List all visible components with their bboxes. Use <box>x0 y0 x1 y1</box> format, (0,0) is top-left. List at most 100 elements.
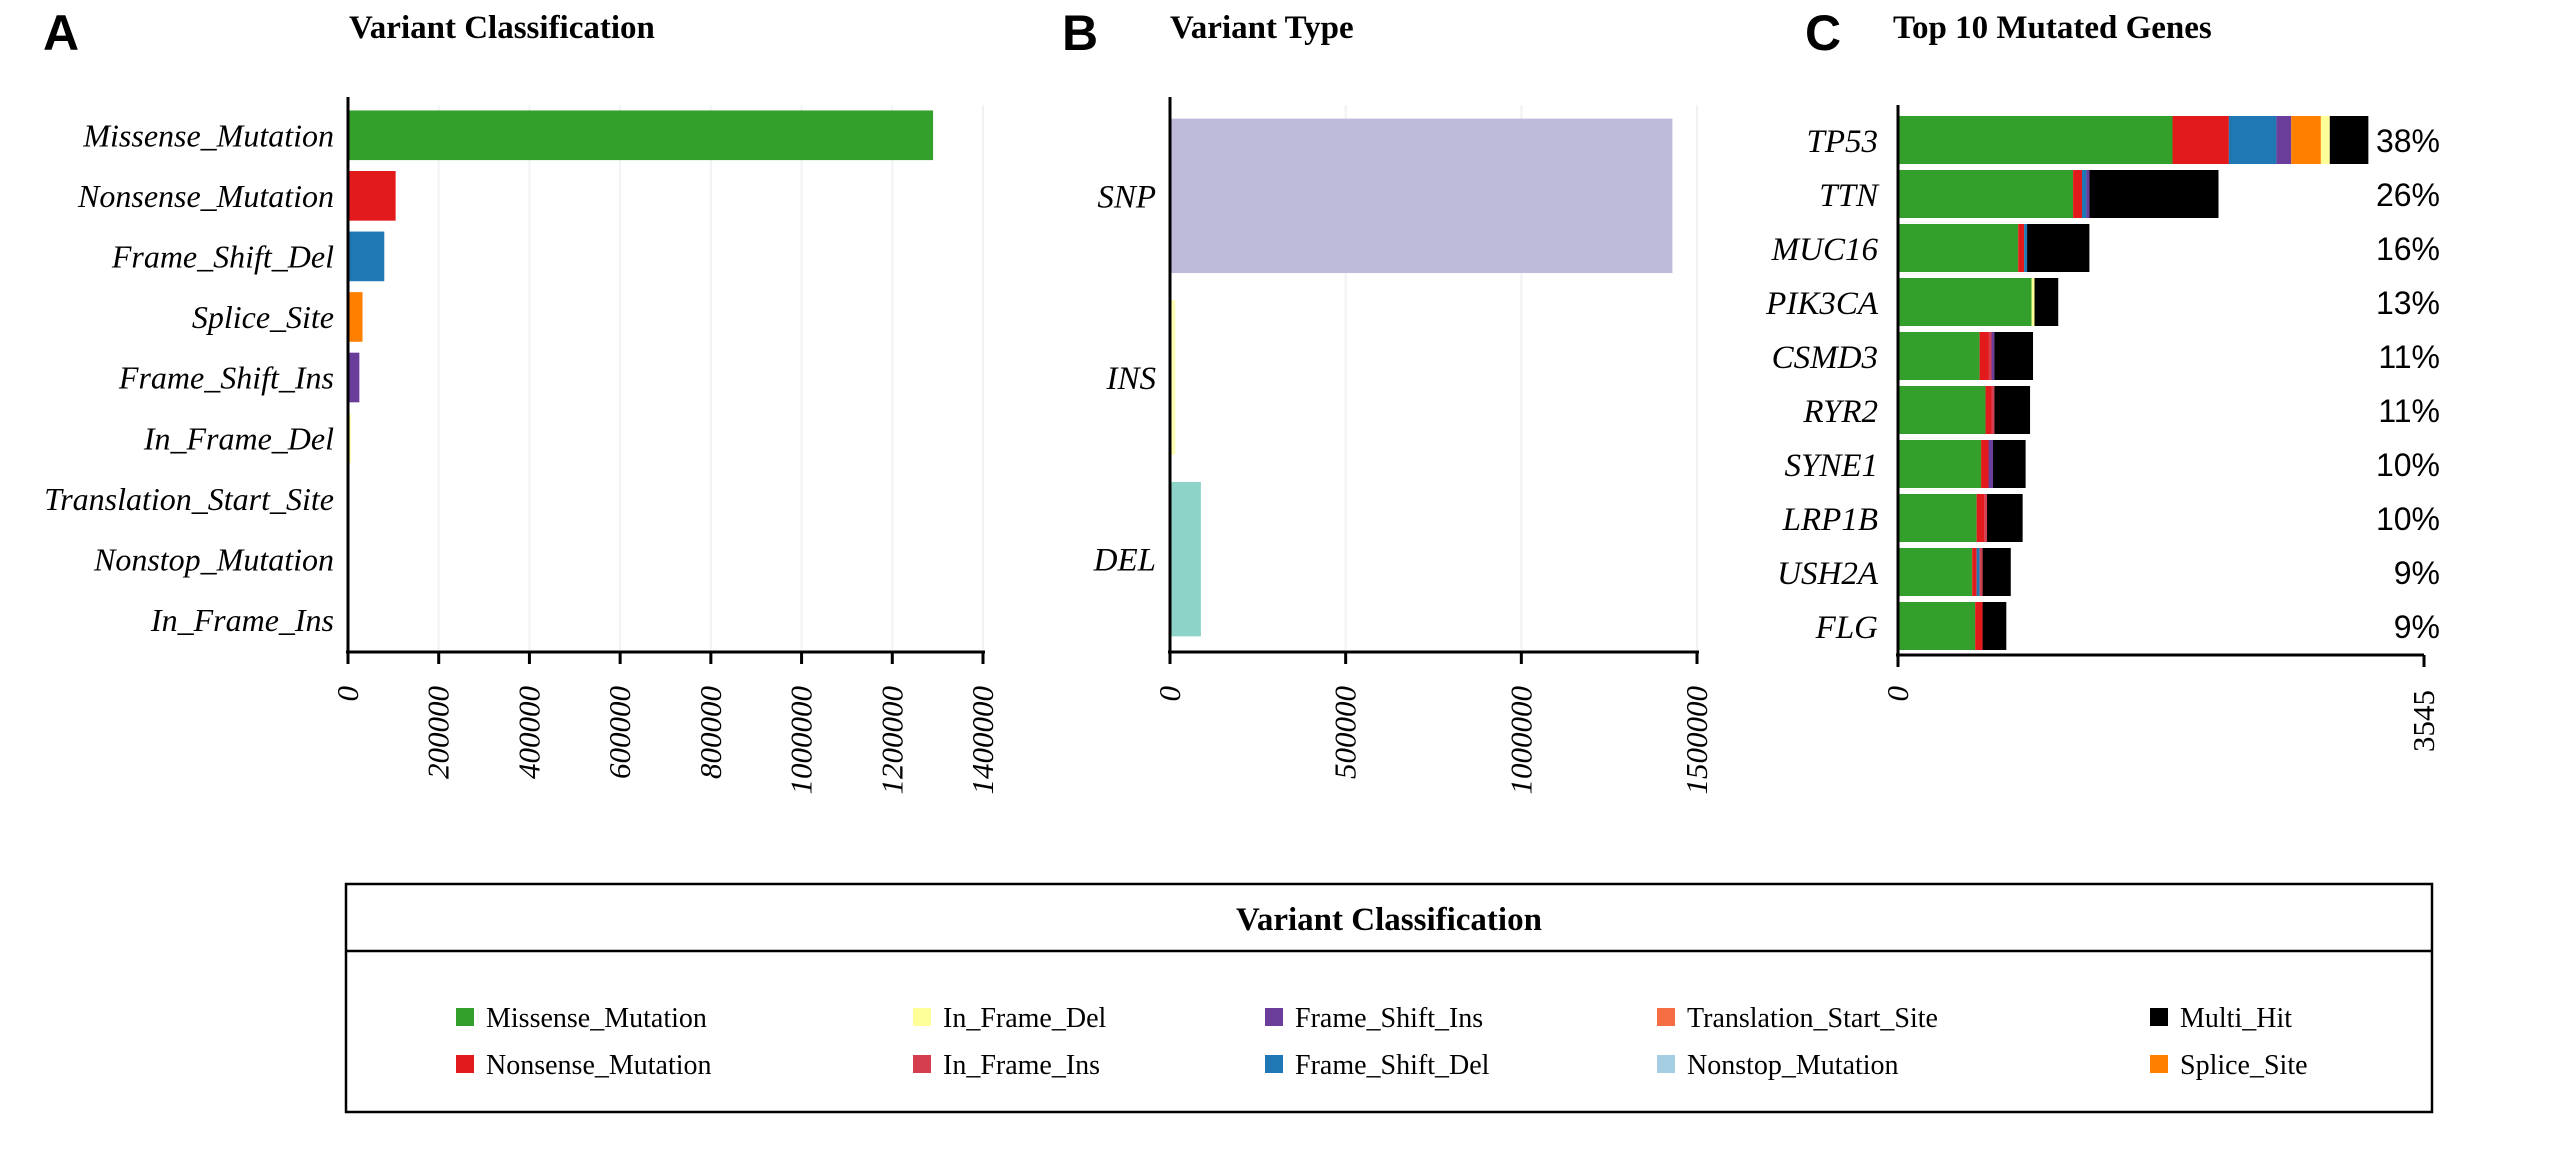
gene-bar-segment-splice-site <box>2291 116 2321 164</box>
panel-letter-a: A <box>43 5 79 61</box>
gene-bar-segment-in-frame-ins <box>1991 386 1995 434</box>
variant-classification-panel: Variant ClassificationMissense_MutationN… <box>44 10 1000 795</box>
gene-bar-segment-missense-mutation <box>1898 224 2019 272</box>
variant-type-category-label: INS <box>1106 361 1157 397</box>
gene-label: RYR2 <box>1802 394 1878 430</box>
gene-label: CSMD3 <box>1772 340 1878 376</box>
variant-type-x-tick-label: 1000000 <box>1503 686 1538 795</box>
gene-bar-segment-missense-mutation <box>1898 386 1986 434</box>
gene-percent-label: 9% <box>2394 555 2440 591</box>
variant-type-x-tick-label: 0 <box>1152 686 1187 702</box>
gene-bar-segment-nonsense-mutation <box>1981 440 1989 488</box>
legend-box <box>344 882 2434 1114</box>
variant-classification-title: Variant Classification <box>349 10 655 46</box>
top-genes-x-tick-label: 0 <box>1880 686 1915 702</box>
gene-bar-segment-frame-shift-del <box>2081 170 2087 218</box>
gene-percent-label: 13% <box>2376 285 2440 321</box>
gene-bar-segment-in-frame-ins <box>1979 548 1983 596</box>
top-genes-x-tick-label: 3545 <box>2406 690 2441 752</box>
gene-percent-label: 9% <box>2394 609 2440 645</box>
gene-percent-label: 10% <box>2376 501 2440 537</box>
variant-classification-category-label: Nonsense_Mutation <box>77 178 334 214</box>
gene-bar-segment-missense-mutation <box>1898 494 1977 542</box>
gene-bar-segment-multi-hit <box>1994 332 2034 380</box>
gene-bar-segment-frame-shift-ins <box>1988 440 1993 488</box>
gene-bar-segment-multi-hit <box>2034 278 2059 326</box>
variant-classification-x-tick-label: 200000 <box>421 686 456 780</box>
gene-label: FLG <box>1815 610 1879 646</box>
variant-classification-x-tick-label: 400000 <box>511 686 546 780</box>
gene-bar-segment-in-frame-del <box>2031 278 2035 326</box>
variant-type-category-label: SNP <box>1097 179 1156 215</box>
legend-swatch-missense-mutation <box>456 1008 474 1026</box>
gene-bar-segment-nonsense-mutation <box>1972 548 1977 596</box>
variant-classification-x-tick-label: 1000000 <box>784 686 819 795</box>
gene-bar-segment-multi-hit <box>1994 386 2031 434</box>
legend-label: In_Frame_Del <box>943 1003 1107 1034</box>
variant-classification-category-label: Splice_Site <box>192 299 334 335</box>
gene-bar-segment-frame-shift-ins <box>2276 116 2292 164</box>
variant-classification-bar-frame-shift-ins <box>348 352 360 403</box>
variant-classification-category-label: In_Frame_Del <box>143 420 334 456</box>
variant-classification-category-label: Nonstop_Mutation <box>93 541 334 577</box>
variant-type-bar-ins <box>1170 300 1176 455</box>
legend-label: Frame_Shift_Del <box>1295 1050 1490 1081</box>
legend-label: Multi_Hit <box>2180 1003 2292 1034</box>
legend-swatch-nonsense-mutation <box>456 1055 474 1073</box>
legend-swatch-translation-start-site <box>1657 1008 1675 1026</box>
gene-bar-segment-multi-hit <box>2329 116 2369 164</box>
gene-bar-segment-missense-mutation <box>1898 602 1976 650</box>
variant-type-category-label: DEL <box>1093 543 1156 579</box>
legend-label: Frame_Shift_Ins <box>1295 1003 1483 1034</box>
gene-bar-segment-frame-shift-del <box>2228 116 2277 164</box>
gene-label: PIK3CA <box>1765 286 1879 322</box>
legend-label: Missense_Mutation <box>486 1003 707 1034</box>
gene-bar-segment-in-frame-del <box>2320 116 2330 164</box>
gene-label: USH2A <box>1777 556 1879 592</box>
variant-classification-bar-frame-shift-del <box>348 231 385 282</box>
variant-classification-bar-missense-mutation <box>348 110 934 161</box>
gene-percent-label: 11% <box>2378 393 2440 429</box>
legend-swatch-in-frame-ins <box>913 1055 931 1073</box>
variant-classification-category-label: In_Frame_Ins <box>150 602 334 638</box>
gene-bar-segment-frame-shift-del <box>1976 548 1980 596</box>
gene-bar-segment-missense-mutation <box>1898 548 1973 596</box>
gene-bar-segment-frame-shift-del <box>2024 224 2028 272</box>
gene-label: LRP1B <box>1782 502 1878 538</box>
gene-bar-segment-nonsense-mutation <box>1979 332 1989 380</box>
legend-label: In_Frame_Ins <box>943 1050 1100 1081</box>
gene-bar-segment-multi-hit <box>2089 170 2219 218</box>
legend-label: Splice_Site <box>2180 1050 2308 1081</box>
panel-letter-c: C <box>1805 5 1841 61</box>
gene-percent-label: 26% <box>2376 177 2440 213</box>
gene-bar-segment-nonsense-mutation <box>1976 494 1985 542</box>
gene-bar-segment-multi-hit <box>1982 602 2007 650</box>
legend: Variant ClassificationMissense_MutationN… <box>344 882 2434 1114</box>
top-genes-title: Top 10 Mutated Genes <box>1893 10 2212 46</box>
gene-bar-segment-missense-mutation <box>1898 170 2074 218</box>
variant-classification-x-tick-label: 800000 <box>693 686 728 780</box>
legend-label: Translation_Start_Site <box>1687 1003 1938 1034</box>
gene-bar-segment-multi-hit <box>1987 494 2023 542</box>
variant-classification-bar-nonsense-mutation <box>348 171 396 221</box>
legend-swatch-frame-shift-del <box>1265 1055 1283 1073</box>
gene-bar-segment-nonsense-mutation <box>1985 386 1992 434</box>
gene-label: TP53 <box>1806 124 1878 160</box>
gene-bar-segment-multi-hit <box>2027 224 2090 272</box>
legend-swatch-multi-hit <box>2150 1008 2168 1026</box>
variant-classification-category-label: Missense_Mutation <box>82 117 334 153</box>
gene-bar-segment-in-frame-ins <box>1988 332 1992 380</box>
variant-type-x-tick-label: 1500000 <box>1679 686 1714 795</box>
gene-bar-segment-nonsense-mutation <box>2018 224 2025 272</box>
variant-classification-category-label: Frame_Shift_Ins <box>118 360 334 396</box>
legend-swatch-splice-site <box>2150 1055 2168 1073</box>
gene-bar-segment-nonsense-mutation <box>1975 602 1983 650</box>
gene-percent-label: 10% <box>2376 447 2440 483</box>
variant-classification-x-tick-label: 1400000 <box>965 686 1000 795</box>
variant-type-x-tick-label: 500000 <box>1328 686 1363 780</box>
legend-swatch-in-frame-del <box>913 1008 931 1026</box>
gene-percent-label: 38% <box>2376 123 2440 159</box>
gene-bar-segment-frame-shift-ins <box>1991 332 1995 380</box>
